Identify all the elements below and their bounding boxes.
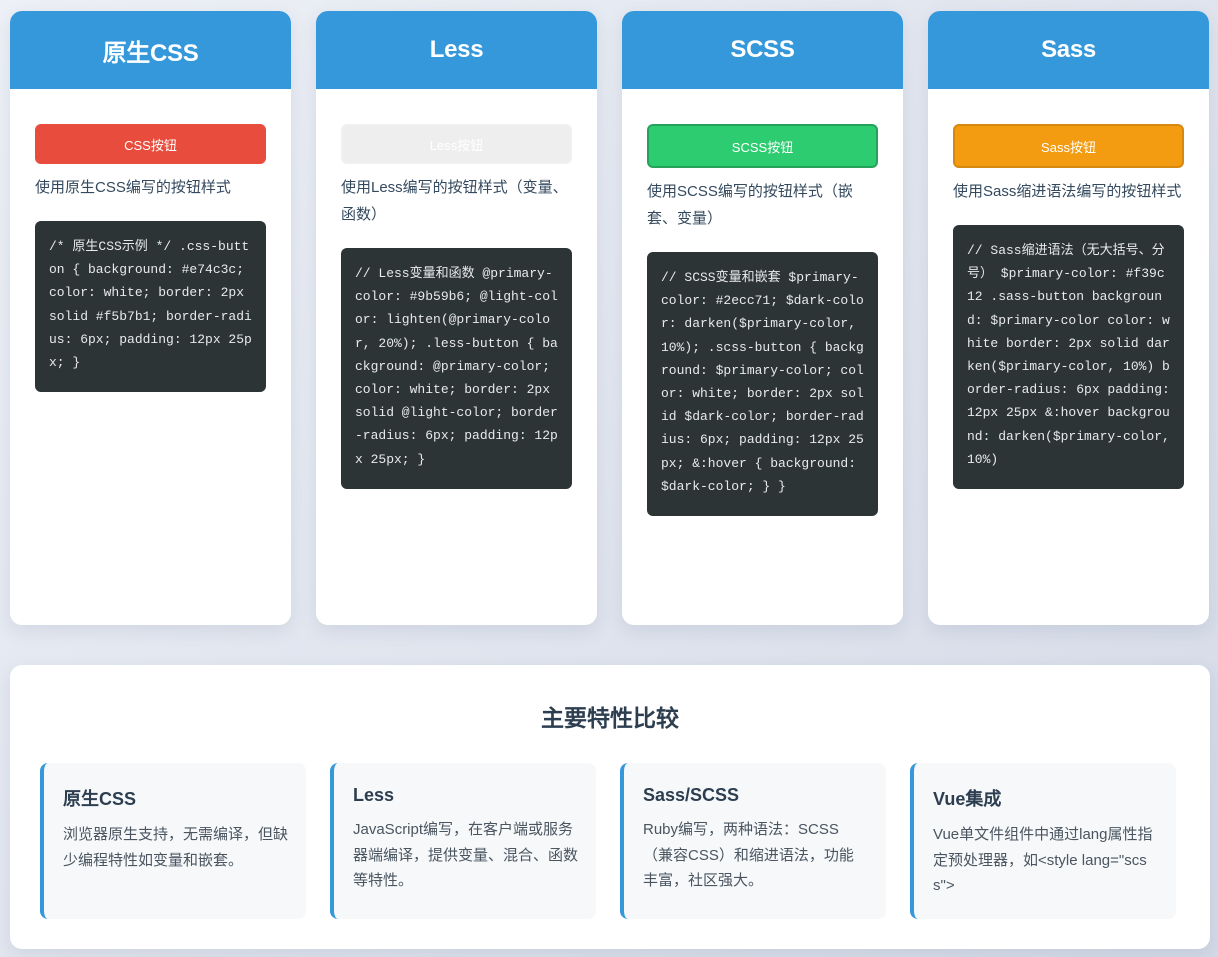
- card-native-css: 原生CSS CSS按钮 使用原生CSS编写的按钮样式 /* 原生CSS示例 */…: [10, 11, 291, 625]
- feature-text: Ruby编写，两种语法：SCSS（兼容CSS）和缩进语法，功能丰富，社区强大。: [643, 821, 854, 889]
- feature-text: 浏览器原生支持，无需编译，但缺少编程特性如变量和嵌套。: [63, 826, 289, 869]
- comparison-title: 主要特性比较: [541, 705, 679, 731]
- feature-text: Vue单文件组件中通过lang属性指定预处理器，如<style lang="sc…: [933, 826, 1153, 894]
- card-body: SCSS按钮 使用SCSS编写的按钮样式（嵌套、变量） // SCSS变量和嵌套…: [622, 89, 903, 536]
- feature-native-css: 原生CSS 浏览器原生支持，无需编译，但缺少编程特性如变量和嵌套。: [40, 763, 306, 919]
- feature-title: Sass/SCSS: [643, 785, 740, 805]
- card-body: Sass按钮 使用Sass缩进语法编写的按钮样式 // Sass缩进语法（无大括…: [928, 89, 1209, 509]
- code-block: // SCSS变量和嵌套 $primary-color: #2ecc71; $d…: [647, 252, 878, 517]
- less-button[interactable]: Less按钮: [341, 124, 572, 164]
- card-header: SCSS: [622, 11, 903, 89]
- feature-vue: Vue集成 Vue单文件组件中通过lang属性指定预处理器，如<style la…: [910, 763, 1176, 919]
- card-less: Less Less按钮 使用Less编写的按钮样式（变量、函数） // Less…: [316, 11, 597, 625]
- css-button[interactable]: CSS按钮: [35, 124, 266, 164]
- card-body: CSS按钮 使用原生CSS编写的按钮样式 /* 原生CSS示例 */ .css-…: [10, 89, 291, 412]
- card-title: Sass: [1041, 36, 1096, 63]
- feature-less: Less JavaScript编写，在客户端或服务器端编译，提供变量、混合、函数…: [330, 763, 596, 919]
- feature-sass-scss: Sass/SCSS Ruby编写，两种语法：SCSS（兼容CSS）和缩进语法，功…: [620, 763, 886, 919]
- scss-button[interactable]: SCSS按钮: [647, 124, 878, 168]
- card-scss: SCSS SCSS按钮 使用SCSS编写的按钮样式（嵌套、变量） // SCSS…: [622, 11, 903, 625]
- feature-title: Vue集成: [933, 789, 1002, 809]
- card-sass: Sass Sass按钮 使用Sass缩进语法编写的按钮样式 // Sass缩进语…: [928, 11, 1209, 625]
- code-block: // Sass缩进语法（无大括号、分号） $primary-color: #f3…: [953, 225, 1184, 490]
- card-description: 使用原生CSS编写的按钮样式: [35, 179, 231, 196]
- card-description: 使用SCSS编写的按钮样式（嵌套、变量）: [647, 183, 853, 227]
- card-header: 原生CSS: [10, 11, 291, 89]
- feature-text: JavaScript编写，在客户端或服务器端编译，提供变量、混合、函数等特性。: [353, 821, 579, 889]
- card-description: 使用Sass缩进语法编写的按钮样式: [953, 183, 1182, 200]
- card-header: Sass: [928, 11, 1209, 89]
- code-block: // Less变量和函数 @primary-color: #9b59b6; @l…: [341, 248, 572, 489]
- card-body: Less按钮 使用Less编写的按钮样式（变量、函数） // Less变量和函数…: [316, 89, 597, 509]
- card-title: Less: [429, 36, 484, 63]
- feature-title: 原生CSS: [63, 789, 137, 809]
- card-title: 原生CSS: [102, 39, 199, 67]
- card-title: SCSS: [730, 36, 795, 63]
- comparison-section: 主要特性比较 原生CSS 浏览器原生支持，无需编译，但缺少编程特性如变量和嵌套。…: [10, 665, 1210, 949]
- code-block: /* 原生CSS示例 */ .css-button { background: …: [35, 221, 266, 393]
- feature-title: Less: [353, 785, 395, 805]
- sass-button[interactable]: Sass按钮: [953, 124, 1184, 168]
- card-description: 使用Less编写的按钮样式（变量、函数）: [341, 179, 568, 223]
- card-header: Less: [316, 11, 597, 89]
